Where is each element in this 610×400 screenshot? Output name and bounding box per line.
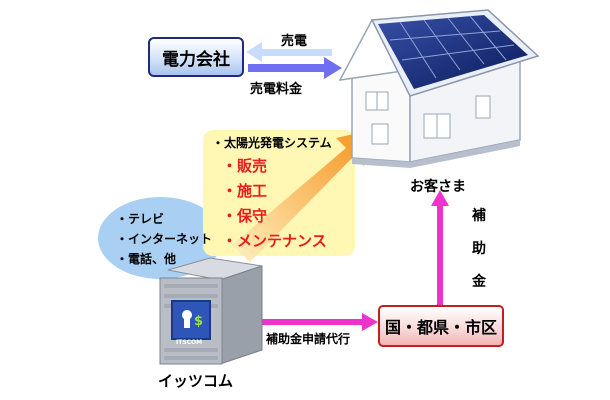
service-item-maintenance: ・保守 [222, 207, 268, 225]
itscom-building: $ [159, 257, 263, 365]
service-item-construction: ・施工 [222, 182, 268, 200]
service-item-sales: ・販売 [222, 157, 268, 175]
government-box: 国・都県・市区 [378, 305, 504, 347]
media-item-phone: ・電話、他 [116, 252, 177, 266]
subsidy-arrow [431, 190, 449, 306]
media-item-internet: ・インターネット [116, 232, 213, 246]
electric-company-box: 電力会社 [148, 37, 244, 77]
house-illustration [338, 9, 540, 168]
service-item-upkeep: ・メンテナンス [222, 232, 327, 250]
subsidy-label-char-3: 金 [472, 274, 486, 290]
sell-power-label: 売電 [281, 34, 308, 49]
itscom-logo-text: ITSCOM [176, 339, 203, 346]
solar-services-title: ・太陽光発電システム [212, 136, 332, 150]
subsidy-application-arrow [262, 313, 378, 331]
solar-services-box [203, 130, 355, 256]
power-fee-arrow [248, 57, 342, 79]
svg-text:$: $ [194, 314, 203, 329]
power-fee-label: 売電料金 [250, 82, 303, 97]
customer-label: お客さま [410, 179, 466, 195]
subsidy-application-label: 補助金申請代行 [266, 332, 351, 346]
subsidy-label-char-2: 助 [472, 241, 486, 257]
itscom-label: イッツコム [158, 372, 234, 390]
sell-power-arrow [246, 42, 332, 62]
subsidy-label-char-1: 補 [472, 208, 486, 224]
media-item-tv: ・テレビ [116, 212, 165, 226]
solar-service-arrow [232, 130, 372, 262]
